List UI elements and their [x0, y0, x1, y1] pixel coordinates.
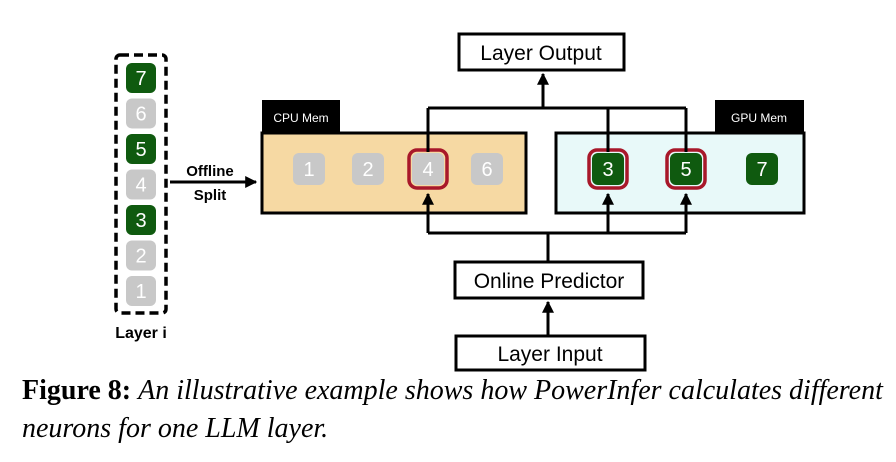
cpu-label: CPU Mem [273, 111, 328, 125]
layer-neurons: 7 6 5 4 3 2 1 [126, 63, 156, 306]
neuron-2: 2 [126, 240, 156, 271]
neuron-3: 3 [592, 153, 624, 185]
caption-text: An illustrative example shows how PowerI… [22, 375, 883, 444]
layer-output-label: Layer Output [480, 42, 602, 65]
layer-box [114, 53, 168, 315]
neuron-label: 3 [602, 159, 613, 181]
neuron-label: 1 [303, 159, 314, 181]
neuron-label: 5 [135, 139, 146, 161]
cpu-neurons: 1 2 4 6 [293, 148, 503, 190]
neuron-label: 2 [362, 159, 373, 181]
neuron-5: 5 [126, 134, 156, 164]
neuron-label: 6 [135, 104, 146, 126]
neuron-label: 7 [756, 159, 767, 181]
gpu-label: GPU Mem [731, 111, 787, 125]
neuron-label: 7 [135, 68, 146, 90]
split-label-line2: Split [194, 187, 227, 204]
neuron-label: 3 [135, 210, 146, 232]
neuron-label: 5 [680, 159, 691, 181]
gpu-label-tab [715, 100, 804, 133]
split-label-line1: Offline [186, 163, 234, 180]
cpu-label-tab [262, 100, 340, 133]
online-predictor-label: Online Predictor [474, 270, 625, 293]
output-connections [426, 72, 688, 152]
caption-label: Figure 8: [22, 375, 132, 406]
neuron-1: 1 [126, 276, 156, 306]
neuron-4: 4 [412, 153, 444, 185]
neuron-label: 4 [422, 159, 433, 181]
neuron-3: 3 [126, 205, 156, 235]
neuron-6: 6 [471, 153, 503, 185]
architecture-diagram: 7 6 5 4 3 2 1 Layer i Offline Split CPU Mem 1 2… [114, 32, 806, 372]
neuron-1: 1 [293, 153, 325, 185]
gpu-neurons: 3 5 7 [587, 148, 778, 190]
neuron-2: 2 [352, 153, 384, 185]
neuron-6: 6 [126, 98, 156, 129]
figure-caption: Figure 8: An illustrative example shows … [22, 372, 890, 448]
layer-input-box [454, 334, 647, 372]
predictor-connections [422, 192, 692, 336]
neuron-label: 1 [135, 281, 146, 303]
layer-label: Layer i [115, 325, 167, 342]
neuron-label: 2 [135, 246, 146, 268]
online-predictor-box [453, 260, 645, 300]
neuron-label: 4 [135, 175, 146, 197]
neuron-label: 6 [481, 159, 492, 181]
neuron-5: 5 [670, 153, 702, 185]
neuron-4: 4 [126, 169, 156, 200]
layer-output-box [457, 32, 626, 72]
neuron-7: 7 [126, 63, 156, 93]
neuron-7: 7 [746, 153, 778, 185]
layer-input-label: Layer Input [497, 343, 602, 366]
